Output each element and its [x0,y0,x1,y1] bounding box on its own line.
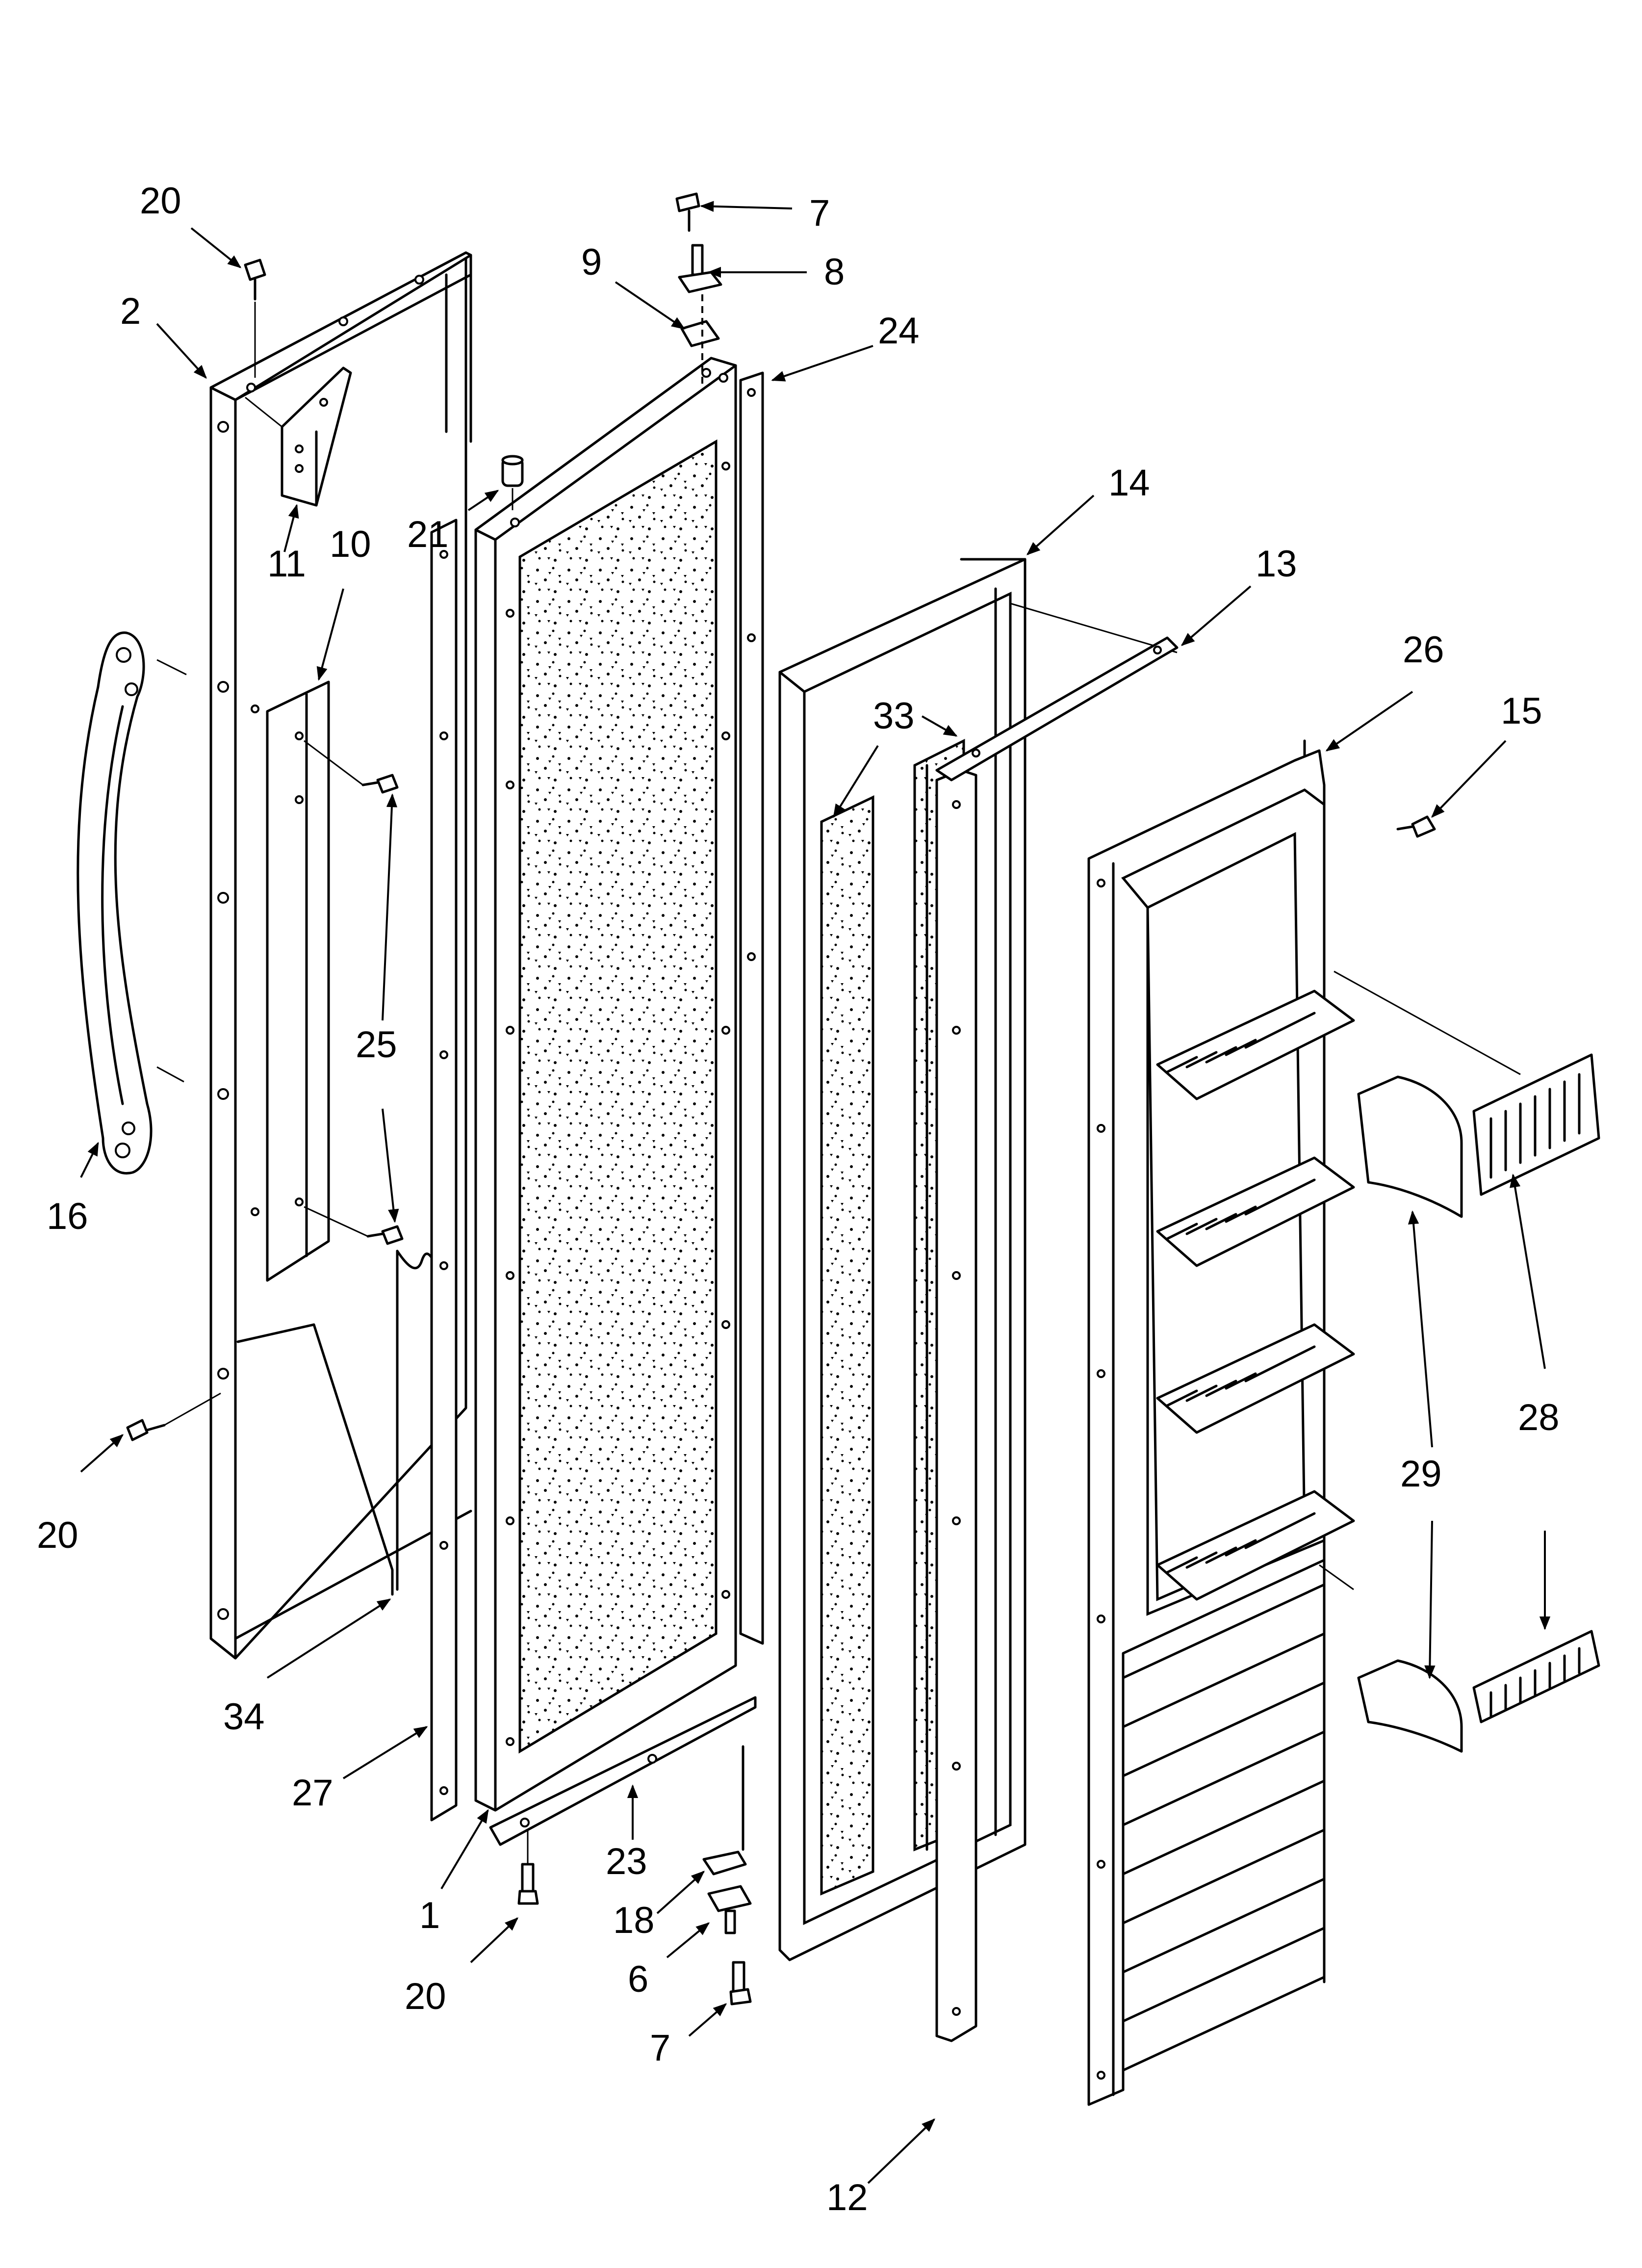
shelf-1 [1156,990,1355,1100]
bottom-plate [489,1696,757,1846]
screw-25-top-icon [376,774,399,794]
screw-20-bottom-icon [521,1863,535,1893]
hinge-bushing [501,455,524,510]
side-gasket-strip [430,519,458,1822]
screw-20-left-icon [126,1419,149,1441]
callout-8: 8 [824,251,845,293]
callout-11: 11 [267,543,306,585]
shelf-2 [1156,1156,1355,1267]
callout-2: 2 [120,290,141,332]
door-liner-shelves [1087,739,1521,2106]
callout-6: 6 [628,1958,648,2000]
callout-18: 18 [613,1900,655,1941]
callout-24: 24 [878,310,920,352]
callout-34: 34 [223,1696,265,1738]
callout-28: 28 [1518,1397,1560,1438]
callout-14: 14 [1108,462,1150,504]
callout-20-top: 20 [140,180,181,222]
screw-20-top-icon [244,259,266,281]
insulated-door-panel [474,357,737,1812]
callout-29: 29 [1400,1453,1442,1495]
callout-21: 21 [407,514,449,555]
hinge-bracket [245,366,352,507]
callout-25: 25 [356,1024,397,1066]
shelf-3 [1156,1323,1355,1434]
callout-23: 23 [606,1841,647,1882]
callout-33: 33 [873,695,915,737]
screw-25-bottom-icon [381,1225,404,1245]
screw-15-icon [1411,815,1436,838]
callout-7-top: 7 [809,192,830,234]
door-handle [77,631,187,1174]
callout-20-left: 20 [37,1514,78,1556]
bin-rails [1472,1053,1600,1723]
screws [126,259,1436,1905]
callout-20-bottom: 20 [405,1976,446,2017]
door-channel [251,680,330,1282]
callout-26: 26 [1403,629,1444,671]
callout-1: 1 [419,1895,440,1936]
callout-15: 15 [1501,690,1542,732]
callout-9: 9 [581,241,602,283]
callout-labels: 20 2 11 10 16 25 20 34 27 1 20 21 7 8 9 … [37,180,1560,2218]
callout-13: 13 [1256,543,1297,585]
door-strip-12 [935,769,977,2042]
callout-10: 10 [330,523,371,565]
bottom-hinge-assembly [702,1745,752,2006]
callout-27: 27 [292,1772,334,1814]
shelf-4 [1156,1490,1355,1601]
callout-7-bottom: 7 [650,2027,670,2069]
leader-lines [80,201,1551,2184]
top-rail-13 [935,636,1179,782]
bin-end-caps [1357,1075,1463,1753]
callout-16: 16 [47,1196,88,1237]
callout-12: 12 [826,2177,868,2218]
hinge-side-strip [739,371,764,1645]
